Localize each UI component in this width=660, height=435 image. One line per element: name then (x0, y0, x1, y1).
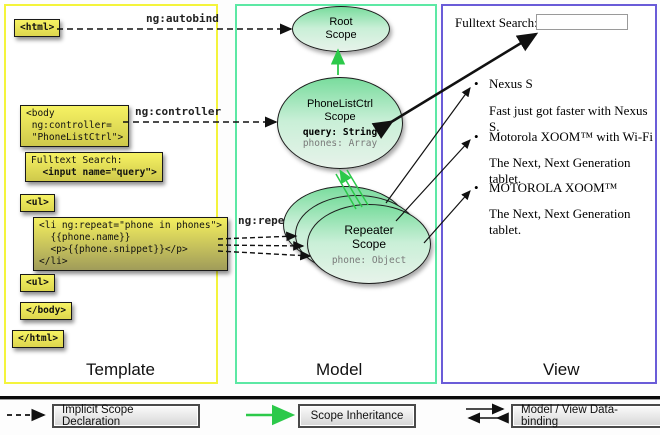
ng-repeat-label: ng:repeat (238, 214, 298, 227)
legend-separator-line (0, 396, 660, 400)
code-line: </body> (26, 305, 67, 316)
phone-property: phone: Object (331, 254, 407, 266)
html-close-tag-box: </html> (12, 330, 65, 348)
fulltext-input-box: Fulltext Search: <input name="query"> (25, 152, 163, 182)
legend-model-view-databinding: Model / View Data-binding (511, 404, 660, 428)
code-line: <ul> (26, 197, 49, 208)
code-line: Fulltext Search: (31, 155, 123, 166)
view-item-subtitle: The Next, Next Generation tablet. (489, 206, 631, 237)
template-column-label: Template (86, 360, 155, 379)
code-line: <p>{{phone.snippet}}</p> (39, 244, 188, 255)
body-open-tag-box: <body ng:controller= "PhoneListCtrl"> (20, 105, 130, 147)
html-open-tag-box: <html> (14, 19, 61, 37)
phones-property: phones: Array (302, 137, 378, 149)
body-close-tag-box: </body> (20, 302, 73, 320)
ul-open-tag-box: <ul> (20, 194, 55, 212)
code-line: </html> (18, 333, 59, 344)
code-line: </li> (39, 256, 68, 267)
code-line: {{phone.name}} (39, 232, 131, 243)
ul-close-tag-box: <ul> (20, 274, 55, 292)
code-line: <li ng:repeat="phone in phones"> (39, 220, 223, 231)
code-line: <body (26, 108, 55, 119)
bullet-icon: • (474, 76, 479, 91)
code-line: ng:controller= (26, 120, 112, 131)
view-item-title: Nexus S (489, 76, 533, 91)
legend-scope-inheritance: Scope Inheritance (298, 404, 416, 428)
view-column-label: View (543, 360, 580, 379)
legend-implicit-scope-declaration: Implicit Scope Declaration (52, 404, 200, 428)
view-item-subtitle: The Next, Next Generation tablet. (489, 155, 631, 186)
code-line: <ul> (26, 277, 49, 288)
view-item-title: MOTOROLA XOOM™ (489, 180, 618, 195)
li-repeat-box: <li ng:repeat="phone in phones"> {{phone… (33, 217, 229, 271)
bullet-icon: • (474, 129, 479, 144)
code-line: <html> (20, 22, 55, 33)
view-search-label: Fulltext Search: (455, 15, 538, 30)
query-property: query: String (302, 126, 378, 138)
code-line: "PhoneListCtrl"> (26, 132, 124, 143)
code-line: <input name="query"> (31, 167, 157, 178)
model-column-label: Model (316, 360, 363, 379)
fulltext-search-input[interactable] (536, 14, 628, 30)
view-item-title: Motorola XOOM™ with Wi-Fi (489, 129, 654, 144)
ng-autobind-label: ng:autobind (146, 12, 219, 25)
ng-controller-label: ng:controller (135, 105, 222, 118)
bullet-icon: • (474, 180, 479, 195)
